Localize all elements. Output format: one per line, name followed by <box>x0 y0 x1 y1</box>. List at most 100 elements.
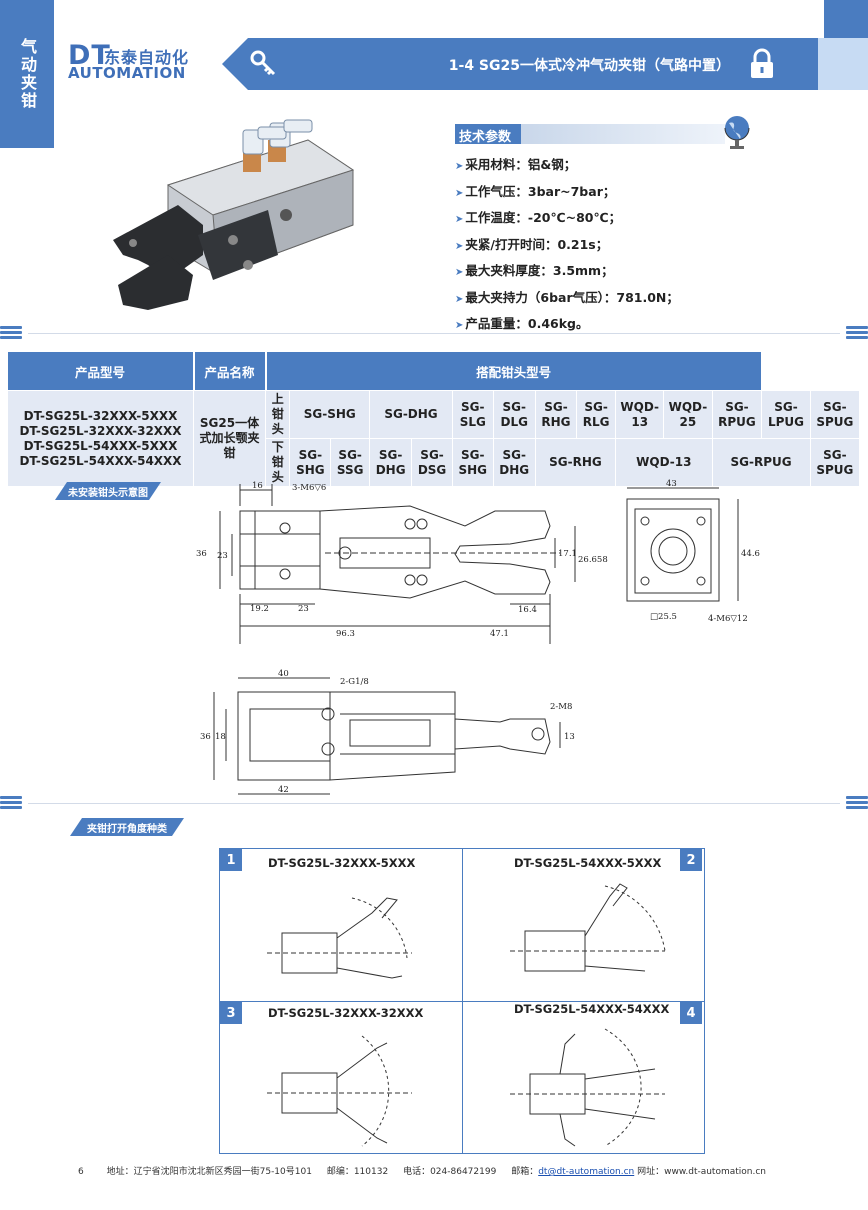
menu-icon-left <box>0 796 22 810</box>
footer-email-label: 邮箱： <box>511 1167 539 1177</box>
header-model: 产品型号 <box>7 352 195 391</box>
dim-36: 36 <box>196 549 207 559</box>
dim-23: 23 <box>217 551 228 561</box>
footer-website: 网址：www.dt-automation.cn <box>637 1167 767 1177</box>
dim-m6: 3-M6▽6 <box>292 483 326 493</box>
title-bar <box>222 38 818 90</box>
dim-43: 43 <box>666 479 677 489</box>
lower-jaw-model: SG-SPUG <box>809 438 861 487</box>
menu-icon-right <box>846 326 868 340</box>
spec-item: ➤最大夹持力（6bar气压）：781.0N； <box>455 287 679 306</box>
spec-text: 最大夹料厚度：3.5mm； <box>465 263 614 278</box>
page-number: 6 <box>78 1167 84 1177</box>
spec-text: 产品重量：0.46kg。 <box>465 316 589 331</box>
lower-jaw-model: SG-RPUG <box>711 438 811 487</box>
dim-96: 96.3 <box>336 629 355 639</box>
specs-heading: 技术参数 <box>455 124 725 145</box>
dim-42: 42 <box>278 785 289 795</box>
spec-item: ➤工作气压：3bar~7bar； <box>455 181 615 200</box>
spec-item: ➤夹紧/打开时间：0.21s； <box>455 234 608 253</box>
header-name: 产品名称 <box>193 352 267 391</box>
dim-18: 18 <box>215 732 226 742</box>
angle-badge-3: 3 <box>220 1002 242 1024</box>
lower-jaw-model: SG-SSG <box>330 438 371 487</box>
upper-jaw-model: SG-DHG <box>369 390 453 439</box>
dim-47: 47.1 <box>490 629 509 639</box>
arrow-icon: ➤ <box>455 267 464 278</box>
lower-jaw-label: 下钳头 <box>264 438 291 487</box>
specs-heading-text: 技术参数 <box>459 130 512 145</box>
footer-email-link[interactable]: dt@dt-automation.cn <box>538 1167 635 1177</box>
spec-text: 夹紧/打开时间：0.21s； <box>465 236 609 252</box>
spec-item: ➤产品重量：0.46kg。 <box>455 313 589 332</box>
angle-diagram-4 <box>510 1028 665 1147</box>
dim-44: 44.6 <box>741 549 760 559</box>
arrow-icon: ➤ <box>455 187 464 199</box>
upper-jaw-model: SG-DLG <box>492 390 536 439</box>
upper-jaw-model: WQD-13 <box>615 390 665 439</box>
angle-diagram-2 <box>510 883 666 972</box>
angle-diagram-1 <box>267 897 412 979</box>
spec-text: 工作气压：3bar~7bar； <box>465 183 616 199</box>
dim-26: 26.658 <box>578 555 608 565</box>
lock-icon <box>748 48 776 84</box>
upper-jaw-model: SG-RHG <box>534 390 578 439</box>
dim-17: 17.1 <box>558 549 577 559</box>
dim-m6b: 4-M6▽12 <box>708 614 748 624</box>
lower-jaw-model: SG-SHG <box>451 438 494 487</box>
spec-text: 工作温度：-20℃~80℃； <box>465 210 622 225</box>
dim-16-4: 16.4 <box>518 605 537 615</box>
angle-badge-2: 2 <box>680 849 702 871</box>
corner-decoration <box>824 0 868 38</box>
globe-icon <box>720 113 754 155</box>
angle-title-1: DT-SG25L-32XXX-5XXX <box>268 856 416 870</box>
arrow-icon: ➤ <box>455 293 464 305</box>
angle-badge-1: 1 <box>220 849 242 871</box>
lower-jaw-model: SG-DSG <box>411 438 453 487</box>
dim-23b: 23 <box>298 604 309 614</box>
lower-jaw-model: SG-RHG <box>534 438 617 487</box>
footer-postcode: 邮编：110132 <box>326 1167 389 1177</box>
corner-decoration-light <box>818 38 868 90</box>
arrow-icon: ➤ <box>455 214 464 225</box>
product-name: SG25一体式加长颚夹钳 <box>193 390 266 487</box>
model-number: DT-SG25L-54XXX-54XXX <box>19 453 182 468</box>
arrow-icon: ➤ <box>455 161 464 172</box>
angle-grid <box>219 848 705 1154</box>
upper-jaw-label: 上钳头 <box>264 390 291 439</box>
upper-jaw-model: SG-RLG <box>576 390 617 439</box>
technical-drawing-bottom: 40 2-G1/8 36 18 2-M8 13 42 <box>200 669 575 795</box>
spec-item: ➤最大夹料厚度：3.5mm； <box>455 260 614 279</box>
angle-title-4: DT-SG25L-54XXX-54XXX <box>514 1002 670 1016</box>
dim-m8: 2-M8 <box>550 702 572 712</box>
footer-address: 地址：辽宁省沈阳市沈北新区秀园一街75-10号101 <box>106 1167 312 1177</box>
spec-text: 最大夹持力（6bar气压）：781.0N； <box>465 289 679 305</box>
key-icon <box>248 48 278 82</box>
angle-badge-4: 4 <box>680 1002 702 1024</box>
spec-text: 采用材料：铝&钢； <box>465 157 577 172</box>
product-image <box>108 115 358 324</box>
upper-jaw-model: SG-SPUG <box>809 390 861 439</box>
logo-cn: 东泰自动化 <box>104 48 190 67</box>
menu-icon-right <box>846 796 868 810</box>
lower-jaw-model: WQD-13 <box>615 438 713 487</box>
model-number: DT-SG25L-32XXX-5XXX <box>23 408 178 423</box>
dim-16: 16 <box>252 481 263 491</box>
upper-jaw-model: SG-RPUG <box>711 390 763 439</box>
lower-jaw-model: SG-SHG <box>289 438 332 487</box>
footer: 6 地址：辽宁省沈阳市沈北新区秀园一街75-10号101 邮编：110132 电… <box>78 1164 766 1177</box>
lower-jaw-model: SG-DHG <box>492 438 536 487</box>
dim-g18: 2-G1/8 <box>340 677 369 687</box>
page-title: 1-4 SG25一体式冷冲气动夹钳（气路中置） <box>448 58 730 74</box>
angle-diagram-3 <box>267 1035 412 1147</box>
header-jaws: 搭配钳头型号 <box>265 352 763 391</box>
model-number: DT-SG25L-54XXX-5XXX <box>23 438 178 453</box>
angle-label: 夹钳打开角度种类 <box>70 818 184 836</box>
upper-jaw-model: SG-LPUG <box>761 390 811 439</box>
technical-drawing-top: 16 3-M6▽6 36 23 17.1 26.658 19.2 23 16.4… <box>196 479 760 644</box>
arrow-icon: ➤ <box>455 320 464 331</box>
model-number: DT-SG25L-32XXX-32XXX <box>19 423 182 438</box>
dim-36b: 36 <box>200 732 211 742</box>
